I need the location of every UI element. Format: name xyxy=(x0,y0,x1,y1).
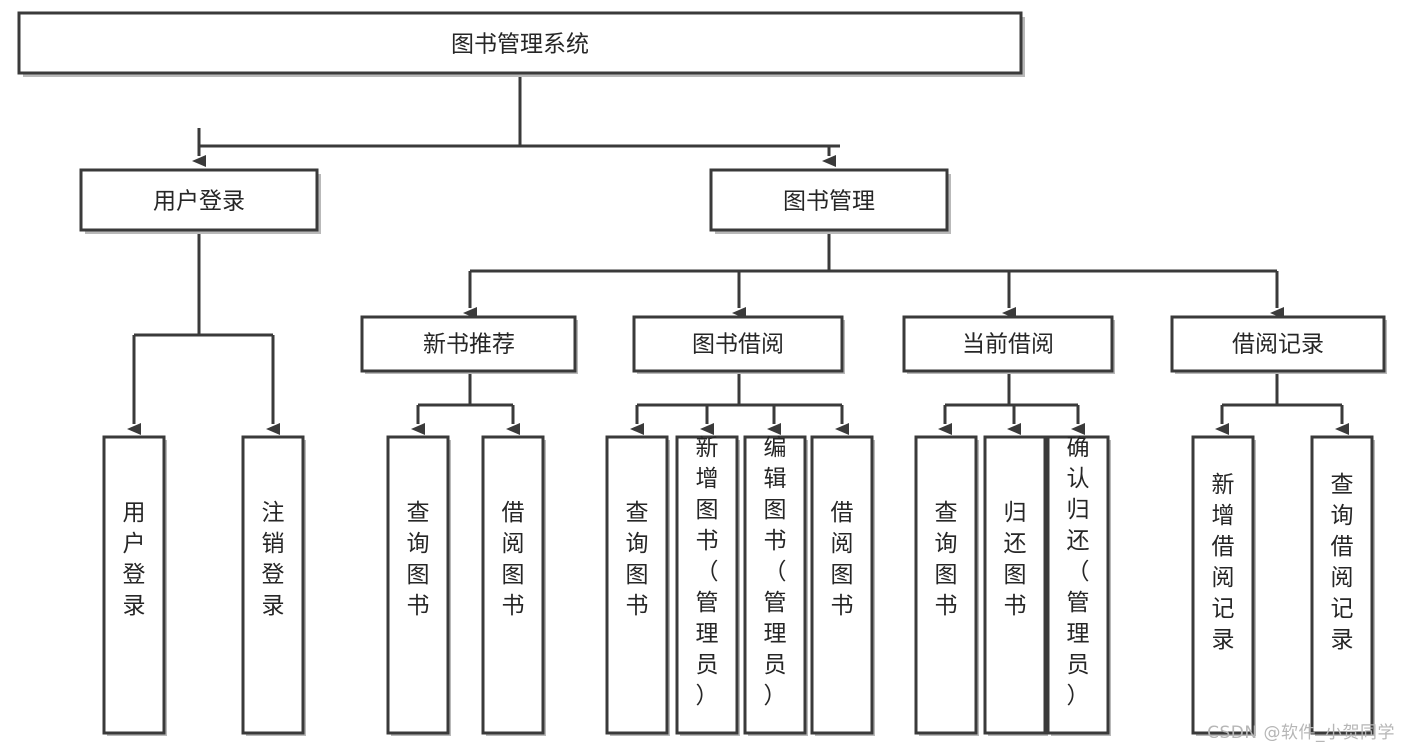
node-new-book-recommend-box[interactable] xyxy=(360,315,577,373)
node-user-login-label: 用户登录 xyxy=(153,189,245,215)
leaf-user-login-1-box[interactable] xyxy=(102,435,166,735)
node-user-login-box[interactable] xyxy=(79,168,319,232)
leaf-borrow-record-2-box[interactable] xyxy=(1310,435,1374,735)
node-book-manage[interactable]: 图书管理 xyxy=(709,168,951,234)
node-borrow-record[interactable]: 借阅记录 xyxy=(1170,315,1387,374)
connector-layer xyxy=(127,75,1349,435)
leaf-borrow-record-1[interactable]: 新增借阅记录 xyxy=(1191,435,1256,736)
node-borrow-record-box[interactable] xyxy=(1170,315,1386,373)
leaf-current-borrow-2-label: 归还图书 xyxy=(1004,500,1027,619)
leaf-new-book-1-label: 查询图书 xyxy=(407,500,430,619)
leaf-user-login-2-label: 注销登录 xyxy=(262,500,285,619)
leaf-book-borrow-3-label: 编辑图书（管理员） xyxy=(764,435,787,709)
leaf-book-borrow-4-label: 借阅图书 xyxy=(831,500,854,619)
leaf-current-borrow-2-box[interactable] xyxy=(983,435,1047,735)
node-new-book-recommend-label: 新书推荐 xyxy=(423,332,515,358)
csdn-watermark: CSDN @软件_小贺同学 xyxy=(1207,723,1395,743)
node-current-borrow-box[interactable] xyxy=(902,315,1114,373)
leaf-user-login-1[interactable]: 用户登录 xyxy=(102,435,167,736)
leaf-current-borrow-3-box[interactable] xyxy=(1046,435,1110,735)
leaf-current-borrow-2[interactable]: 归还图书 xyxy=(983,435,1048,736)
leaf-new-book-2[interactable]: 借阅图书 xyxy=(481,435,546,736)
node-new-book-recommend[interactable]: 新书推荐 xyxy=(360,315,578,374)
leaf-book-borrow-3[interactable]: 编辑图书（管理员） xyxy=(743,435,808,736)
leaf-book-borrow-4[interactable]: 借阅图书 xyxy=(810,435,875,736)
leaf-user-login-2-box[interactable] xyxy=(241,435,305,735)
leaf-user-login-2[interactable]: 注销登录 xyxy=(241,435,306,736)
leaf-book-borrow-1[interactable]: 查询图书 xyxy=(605,435,670,736)
node-current-borrow-label: 当前借阅 xyxy=(962,332,1054,358)
node-book-manage-label: 图书管理 xyxy=(783,189,875,215)
node-book-borrow-label: 图书借阅 xyxy=(692,332,784,358)
leaf-current-borrow-1[interactable]: 查询图书 xyxy=(914,435,979,736)
node-root-label: 图书管理系统 xyxy=(451,32,589,58)
leaf-borrow-record-2[interactable]: 查询借阅记录 xyxy=(1310,435,1375,736)
leaf-borrow-record-1-box[interactable] xyxy=(1191,435,1255,735)
leaf-new-book-1-box[interactable] xyxy=(386,435,450,735)
leaf-book-borrow-3-box[interactable] xyxy=(743,435,807,735)
node-root-box[interactable] xyxy=(17,11,1023,75)
leaf-current-borrow-3-label: 确认归还（管理员） xyxy=(1067,435,1090,709)
leaf-book-borrow-2-label: 新增图书（管理员） xyxy=(696,435,719,709)
leaf-borrow-record-2-label: 查询借阅记录 xyxy=(1331,472,1354,653)
leaf-book-borrow-4-box[interactable] xyxy=(810,435,874,735)
leaf-current-borrow-1-box[interactable] xyxy=(914,435,978,735)
leaf-book-borrow-2[interactable]: 新增图书（管理员） xyxy=(675,435,740,736)
node-root[interactable]: 图书管理系统 xyxy=(17,11,1025,77)
leaf-book-borrow-1-label: 查询图书 xyxy=(626,500,649,619)
leaf-current-borrow-3[interactable]: 确认归还（管理员） xyxy=(1046,435,1111,736)
leaf-borrow-record-1-label: 新增借阅记录 xyxy=(1212,472,1235,653)
leaf-new-book-2-label: 借阅图书 xyxy=(502,500,525,619)
node-book-manage-box[interactable] xyxy=(709,168,949,232)
leaf-user-login-1-label: 用户登录 xyxy=(123,500,146,619)
leaf-book-borrow-1-box[interactable] xyxy=(605,435,669,735)
node-borrow-record-label: 借阅记录 xyxy=(1232,332,1324,358)
leaf-new-book-1[interactable]: 查询图书 xyxy=(386,435,451,736)
leaf-new-book-2-box[interactable] xyxy=(481,435,545,735)
node-current-borrow[interactable]: 当前借阅 xyxy=(902,315,1115,374)
node-user-login[interactable]: 用户登录 xyxy=(79,168,321,234)
leaf-current-borrow-1-label: 查询图书 xyxy=(935,500,958,619)
node-book-borrow[interactable]: 图书借阅 xyxy=(632,315,845,374)
leaf-book-borrow-2-box[interactable] xyxy=(675,435,739,735)
node-book-borrow-box[interactable] xyxy=(632,315,844,373)
